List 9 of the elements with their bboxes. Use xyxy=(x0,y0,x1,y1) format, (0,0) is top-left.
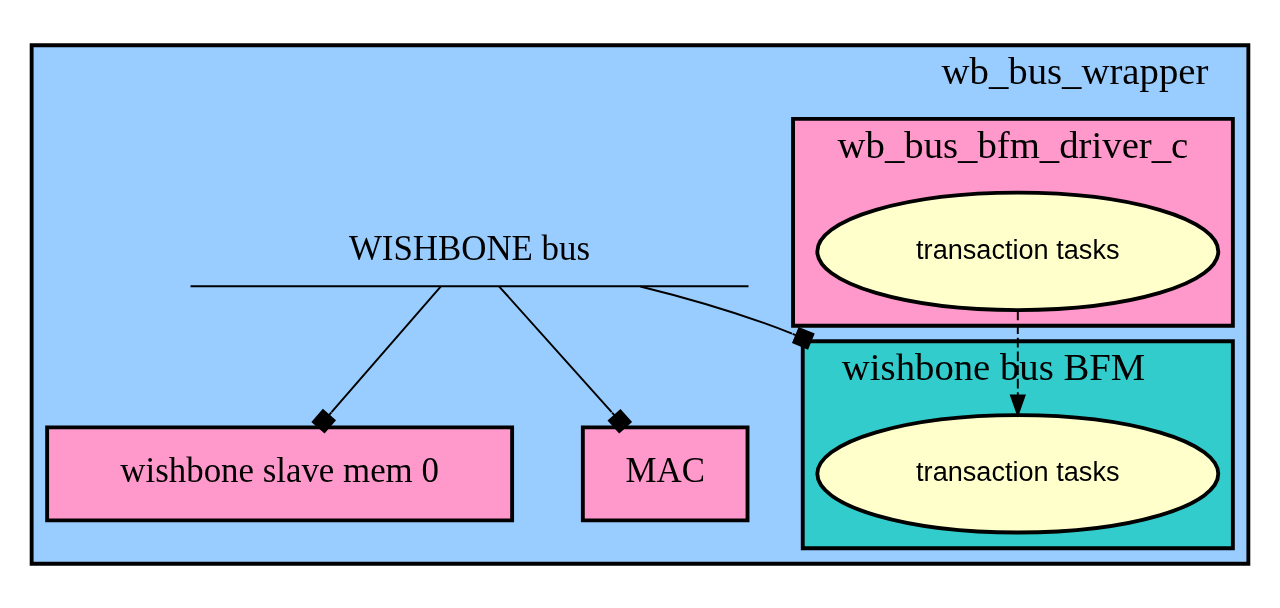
node-ellipse: transaction tasks xyxy=(815,190,1221,312)
node-text: WISHBONE bus xyxy=(348,228,591,268)
connector xyxy=(498,285,633,434)
connector xyxy=(639,284,815,350)
connector xyxy=(311,285,442,433)
arrow xyxy=(1009,309,1026,418)
node-ellipse: transaction tasks xyxy=(815,412,1221,534)
node-box: wishbone slave mem 0 xyxy=(45,424,515,522)
node-box: MAC xyxy=(580,424,750,522)
